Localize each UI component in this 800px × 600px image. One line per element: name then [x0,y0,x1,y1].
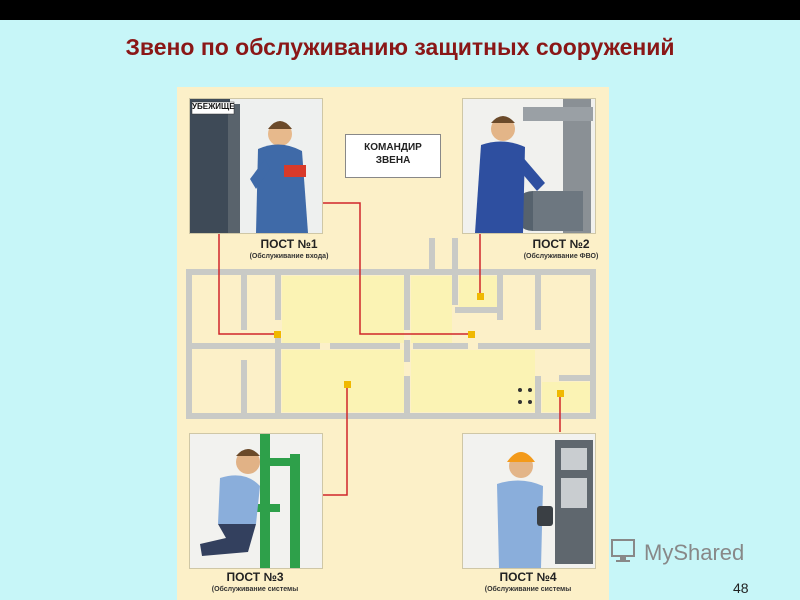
post2-description: (Обслуживание ФВО) [523,253,599,260]
post1-label: ПОСТ №1 [260,237,318,251]
commander-box: КОМАНДИР ЗВЕНА [345,134,441,178]
top-black-bar [0,0,800,20]
room-fill [282,276,404,343]
guard-body [256,144,308,233]
equipment-dot [528,400,532,404]
watermark-text: MyShared [644,540,745,565]
room-fill [282,350,404,412]
post1-illustration [189,98,323,234]
post2-illustration [462,98,596,234]
room-fill [542,382,590,412]
electrical-system-drawing [463,434,595,568]
room-fill [459,276,497,307]
equipment-dot [518,388,522,392]
room-fill [411,350,535,412]
post-marker [274,331,281,338]
link-line-commander [322,202,470,335]
hard-hat [507,452,535,462]
myshared-logo-icon [611,539,635,562]
water-system-drawing [190,434,322,568]
room-fill [411,276,452,343]
worker-shirt [218,475,260,524]
worker-shirt [497,480,543,568]
post2-label: ПОСТ №2 [532,237,590,251]
post4-description: (Обслуживание системы [484,586,572,593]
commander-label-line1: КОМАНДИР [364,142,422,153]
post1-description: (Обслуживание входа) [249,253,329,260]
link-line-post1 [218,232,277,335]
equipment-dot [528,388,532,392]
post4-label: ПОСТ №4 [499,570,557,584]
post-marker [468,331,475,338]
green-pipe [260,434,270,568]
shelter-sign: УБЕЖИЩЕ [192,102,235,111]
post3-description: (Обслуживание системы [211,586,299,593]
armband [284,165,306,177]
post4-illustration [462,433,596,569]
page-title: Звено по обслуживанию защитных сооружени… [125,34,675,60]
commander-label-line2: ЗВЕНА [375,155,411,166]
filter-ventilation-drawing [463,99,595,233]
worker-body [475,141,525,233]
steel-door [190,99,230,233]
page-number: 48 [733,580,749,596]
post3-label: ПОСТ №3 [226,570,284,584]
post-marker [477,293,484,300]
link-line-post3 [322,385,348,496]
shelter-sign-bg [191,101,235,115]
post-marker [344,381,351,388]
worker-pants [200,524,256,556]
equipment-dot [518,400,522,404]
meter-device [537,506,553,526]
post3-illustration [189,433,323,569]
door-guard-drawing [190,99,322,233]
post-marker [557,390,564,397]
